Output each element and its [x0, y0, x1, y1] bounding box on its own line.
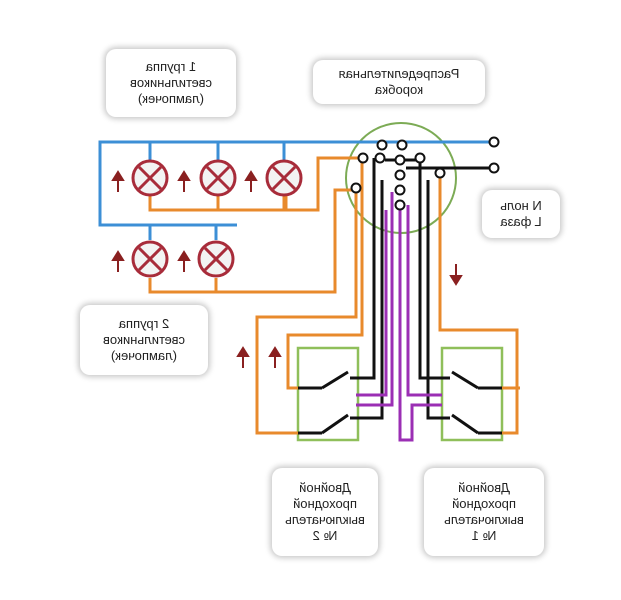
group-2-label: 2 группа светильников (лампочек)	[80, 305, 208, 375]
terminal-icon	[394, 169, 406, 181]
junction-terminals	[350, 136, 500, 211]
switch-1-contacts	[451, 370, 502, 435]
lamp-icon	[131, 240, 169, 278]
terminal-icon	[396, 139, 408, 151]
lamp-group-2	[131, 240, 235, 278]
terminal-icon	[434, 167, 446, 179]
traveler-wires	[356, 192, 442, 442]
supply-label: N ноль L фаза	[482, 190, 560, 238]
neutral-wires	[98, 140, 494, 240]
arrow-up-icon	[244, 170, 258, 192]
terminal-icon	[350, 182, 362, 194]
arrow-up-icon	[177, 250, 191, 272]
arrow-up-icon	[268, 346, 282, 368]
switched-wires	[148, 156, 520, 435]
terminal-icon	[414, 152, 426, 164]
terminal-icon	[357, 152, 369, 164]
switch-2-box	[296, 346, 360, 442]
terminal-icon	[394, 184, 406, 196]
direction-arrows	[111, 170, 463, 368]
arrow-up-icon	[111, 250, 125, 272]
lamp-icon	[197, 240, 235, 278]
terminal-icon	[488, 162, 500, 174]
arrow-up-icon	[111, 170, 125, 192]
terminal-icon	[376, 139, 388, 151]
switch-2-contacts	[298, 370, 349, 435]
lamp-group-1	[131, 159, 303, 197]
junction-box-label: Распределительная коробка	[313, 60, 485, 104]
switch-1-label: Двойной проходной выключатель № 1	[424, 468, 544, 556]
lamp-icon	[131, 159, 169, 197]
switch-1-box	[440, 346, 504, 442]
arrow-up-icon	[236, 346, 250, 368]
terminal-icon	[374, 152, 386, 164]
terminal-icon	[394, 199, 406, 211]
lamp-icon	[199, 159, 237, 197]
arrow-up-icon	[177, 170, 191, 192]
group-1-label: 1 группа светильников (лампочек)	[106, 49, 236, 117]
terminal-icon	[394, 154, 406, 166]
switch-2-label: Двойной проходной выключатель № 2	[272, 468, 378, 556]
lamp-icon	[265, 159, 303, 197]
terminal-icon	[488, 136, 500, 148]
arrow-down-icon	[449, 264, 463, 286]
